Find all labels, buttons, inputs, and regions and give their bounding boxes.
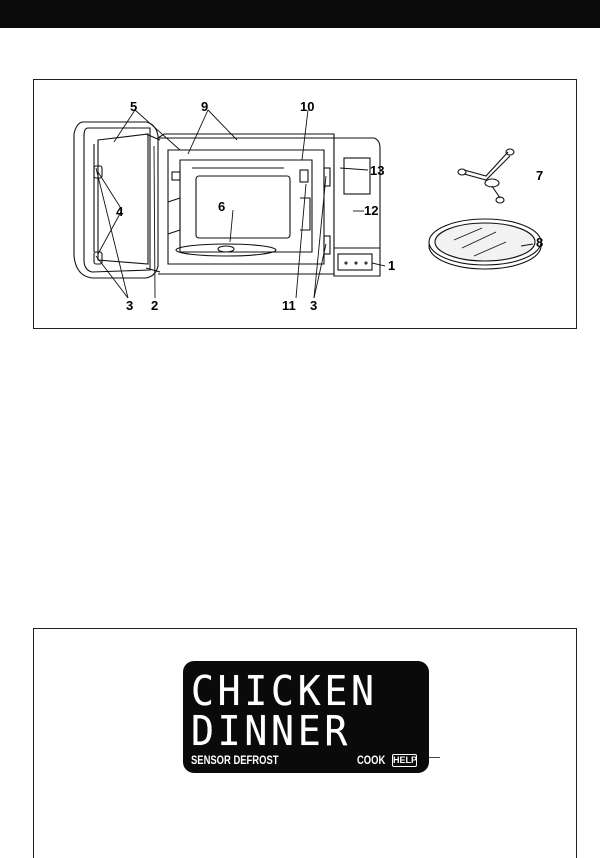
- control-panel: [333, 137, 381, 277]
- oven-cabinet: [157, 133, 335, 275]
- label-4: 4: [116, 204, 124, 219]
- label-11: 11: [282, 298, 296, 313]
- label-12: 12: [364, 203, 379, 218]
- cook-indicator: COOK: [357, 755, 386, 767]
- label-3-right: 3: [310, 298, 318, 313]
- sensor-defrost-indicator: SENSOR DEFROST: [191, 755, 279, 767]
- header-bar: [0, 0, 600, 28]
- label-10: 10: [300, 99, 315, 114]
- help-indicator: HELP: [392, 754, 418, 767]
- label-2: 2: [151, 298, 159, 313]
- display-diagram: CHICKEN DINNER SENSOR DEFROST COOK HELP: [33, 628, 577, 858]
- glass-tray-illustration: [428, 218, 542, 270]
- label-6: 6: [218, 199, 226, 214]
- label-8: 8: [536, 235, 544, 250]
- display-line-1: CHICKEN: [191, 667, 378, 715]
- label-9: 9: [201, 99, 209, 114]
- microwave-illustration: [73, 109, 542, 299]
- label-13: 13: [370, 163, 385, 178]
- parts-diagram: 5 9 10 13 7 12 4 6 8 1 3 2 11 3: [33, 79, 577, 329]
- label-7: 7: [536, 168, 544, 183]
- label-5: 5: [130, 99, 138, 114]
- leader-lines: [95, 109, 534, 299]
- label-3-left: 3: [126, 298, 134, 313]
- indicator-pointer-line: [429, 757, 440, 758]
- lcd-display: CHICKEN DINNER SENSOR DEFROST COOK HELP: [183, 661, 429, 773]
- label-1: 1: [388, 258, 396, 273]
- display-line-2: DINNER: [191, 707, 352, 755]
- turntable-support-illustration: [457, 148, 515, 204]
